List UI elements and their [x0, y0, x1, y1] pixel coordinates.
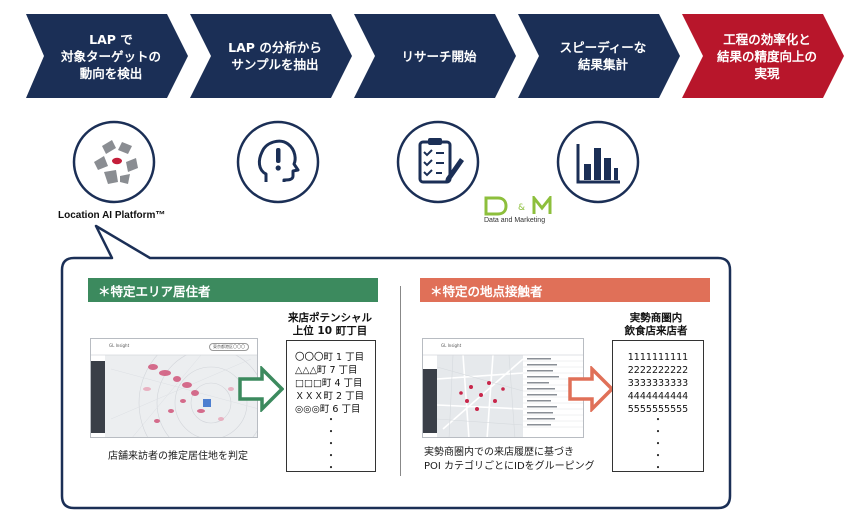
bar-chart-icon — [556, 120, 640, 204]
more-dots: ・・・・・ — [326, 415, 336, 474]
list-item: ◎◎◎町 6 丁目 — [295, 404, 361, 415]
list-item: 〇〇〇町 1 丁目 — [295, 352, 365, 363]
head-exclamation-icon — [236, 120, 320, 204]
step-efficiency-accuracy: 工程の効率化と 結果の精度向上の 実現 — [682, 14, 844, 98]
more-dots: ・・・・・ — [653, 415, 663, 474]
list-item: 5555555555 — [627, 404, 689, 415]
right-arrow-icon — [238, 366, 284, 412]
right-caption-line1: 実勢商圏内での来店履歴に基づき — [424, 447, 574, 458]
step-detect-target: LAP で 対象ターゲットの 動向を検出 — [26, 14, 188, 98]
left-panel-tag: ＊特定エリア居住者 — [88, 278, 378, 302]
step-extract-sample: LAP の分析から サンプルを抽出 — [190, 14, 352, 98]
svg-text:&: & — [518, 203, 525, 213]
right-list-title: 実勢商圏内 飲食店来店者 — [624, 312, 688, 337]
list-item: 2222222222 — [627, 365, 689, 376]
lap-caption: Location AI Platform™ — [58, 210, 166, 221]
id-list: 1111111111 2222222222 3333333333 4444444… — [612, 340, 704, 474]
process-flow: LAP で 対象ターゲットの 動向を検出 LAP の分析から サンプルを抽出 リ… — [26, 14, 844, 98]
left-list-title: 来店ポテンシャル 上位 10 町丁目 — [288, 312, 372, 337]
dm-logo-icon: & — [484, 196, 552, 216]
map-app-title: GL Insight — [109, 343, 130, 348]
list-item: 3333333333 — [627, 378, 689, 389]
step-start-research: リサーチ開始 — [354, 14, 516, 98]
right-arrow-icon — [568, 366, 614, 412]
left-caption: 店舗来訪者の推定居住地を判定 — [108, 451, 248, 462]
step-speedy-aggregation: スピーディーな 結果集計 — [518, 14, 680, 98]
dm-logo: & Data and Marketing — [484, 196, 564, 230]
list-item: 4444444444 — [627, 391, 689, 402]
panel-divider — [400, 286, 401, 476]
poi-map-screenshot: GL Insight — [422, 338, 584, 438]
map-app-title: GL Insight — [441, 343, 462, 348]
heatmap-screenshot: GL Insight 東京都港区〇〇〇 — [90, 338, 258, 438]
clipboard-checklist-icon — [396, 120, 480, 204]
town-list: 〇〇〇町 1 丁目 △△△町 7 丁目 □□□町 4 丁目 ＸＸＸ町 2 丁目 … — [286, 340, 376, 474]
list-item: □□□町 4 丁目 — [295, 378, 363, 389]
right-caption-line2: POI カテゴリごとにIDをグルーピング — [424, 461, 595, 472]
list-item: 1111111111 — [627, 352, 689, 363]
list-item: △△△町 7 丁目 — [295, 365, 358, 376]
list-item: ＸＸＸ町 2 丁目 — [295, 391, 365, 402]
dm-caption: Data and Marketing — [484, 217, 546, 224]
lap-logo-icon — [72, 120, 156, 204]
map-search-input[interactable]: 東京都港区〇〇〇 — [209, 343, 249, 351]
right-panel-tag: ＊特定の地点接触者 — [420, 278, 710, 302]
